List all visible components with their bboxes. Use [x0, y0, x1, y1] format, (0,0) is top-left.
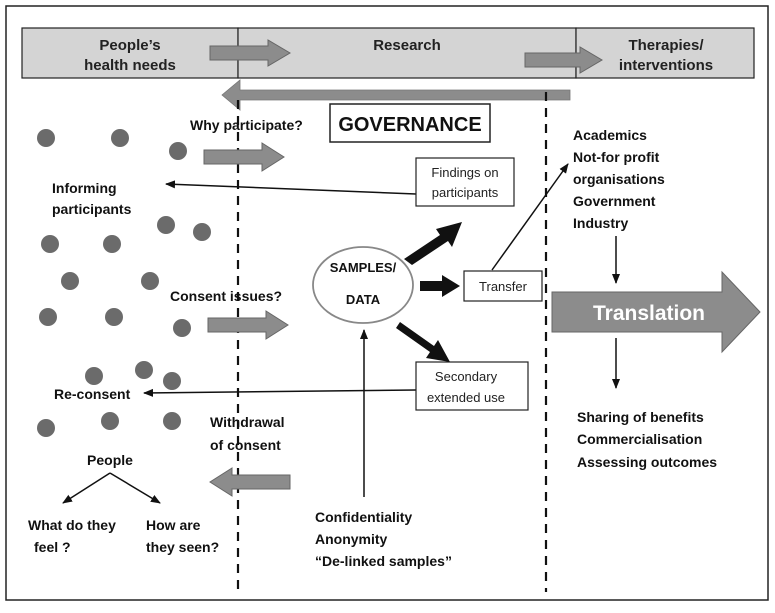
- person-dot: [163, 412, 181, 430]
- samples-data-ellipse: [312, 246, 414, 324]
- secondary-to-reconsent-arrow: [143, 388, 417, 397]
- people-label: People: [87, 452, 133, 468]
- secondary-line2: extended use: [427, 390, 505, 405]
- header-arrow-1: [209, 39, 291, 67]
- transfer-to-actors-arrow: [491, 163, 569, 271]
- header-people-line1: People’s: [99, 37, 160, 54]
- why-participate-arrow: [203, 142, 285, 172]
- outcome-commercialisation: Commercialisation: [577, 431, 702, 447]
- informing-line1: Informing: [52, 180, 117, 196]
- person-dot: [135, 361, 153, 379]
- confidentiality-line3: “De-linked samples”: [315, 553, 452, 569]
- to-findings-arrow: [404, 222, 462, 265]
- header-therapies-line2: interventions: [619, 57, 713, 74]
- withdrawal-arrow: [209, 467, 291, 497]
- person-dot: [173, 319, 191, 337]
- findings-line1: Findings on: [431, 165, 498, 180]
- people-to-seen-arrow: [109, 472, 161, 504]
- withdrawal-line1: Withdrawal: [210, 414, 285, 430]
- person-dot: [61, 272, 79, 290]
- header-cell-therapies: [575, 27, 755, 79]
- person-dot: [37, 419, 55, 437]
- translation-label: Translation: [593, 302, 705, 325]
- person-dot: [37, 129, 55, 147]
- governance-box: [329, 103, 491, 143]
- header-therapies-line1: Therapies/: [628, 37, 704, 54]
- findings-line2: participants: [432, 185, 499, 200]
- person-dot: [101, 412, 119, 430]
- transfer-label: Transfer: [479, 279, 528, 294]
- person-dot: [39, 308, 57, 326]
- transfer-box: [463, 270, 543, 302]
- person-dot: [169, 142, 187, 160]
- secondary-line1: Secondary: [435, 369, 498, 384]
- samples-line2: DATA: [346, 292, 381, 307]
- header-research: Research: [373, 37, 441, 54]
- confidentiality-line1: Confidentiality: [315, 509, 412, 525]
- header-people-line2: health needs: [84, 57, 176, 74]
- actor-industry: Industry: [573, 215, 628, 231]
- header-cell-research: [237, 27, 577, 79]
- samples-line1: SAMPLES/: [330, 260, 397, 275]
- person-dot: [103, 235, 121, 253]
- actor-government: Government: [573, 193, 656, 209]
- withdrawal-line2: of consent: [210, 437, 281, 453]
- person-dot: [41, 235, 59, 253]
- informing-line2: participants: [52, 201, 132, 217]
- feel-line2: feel ?: [34, 539, 71, 555]
- seen-line1: How are: [146, 517, 201, 533]
- why-participate-label: Why participate?: [190, 117, 303, 133]
- header-cell-people: [21, 27, 239, 79]
- actor-academics: Academics: [573, 127, 647, 143]
- consent-issues-arrow: [207, 310, 289, 340]
- header-arrow-2: [524, 46, 603, 74]
- person-dot: [163, 372, 181, 390]
- consent-issues-label: Consent issues?: [170, 288, 282, 304]
- outcome-assessing: Assessing outcomes: [577, 454, 717, 470]
- feel-line1: What do they: [28, 517, 116, 533]
- reconsent-label: Re-consent: [54, 386, 131, 402]
- header-band: People’s health needs Research Therapies…: [21, 27, 755, 79]
- findings-box: [415, 157, 515, 207]
- governance-label: GOVERNANCE: [338, 114, 481, 136]
- return-arrow: [221, 79, 571, 111]
- secondary-box: [415, 361, 529, 411]
- actor-organisations: organisations: [573, 171, 665, 187]
- confidentiality-line2: Anonymity: [315, 531, 388, 547]
- translation-arrow: [551, 270, 761, 354]
- people-dots: [37, 129, 211, 437]
- person-dot: [111, 129, 129, 147]
- findings-to-informing-arrow: [165, 180, 417, 195]
- seen-line2: they seen?: [146, 539, 219, 555]
- person-dot: [85, 367, 103, 385]
- people-to-feel-arrow: [62, 472, 111, 504]
- person-dot: [157, 216, 175, 234]
- person-dot: [141, 272, 159, 290]
- to-transfer-arrow: [420, 275, 460, 297]
- actor-not-for-profit: Not-for profit: [573, 149, 660, 165]
- person-dot: [193, 223, 211, 241]
- person-dot: [105, 308, 123, 326]
- to-secondary-arrow: [396, 322, 450, 362]
- outcome-sharing: Sharing of benefits: [577, 409, 704, 425]
